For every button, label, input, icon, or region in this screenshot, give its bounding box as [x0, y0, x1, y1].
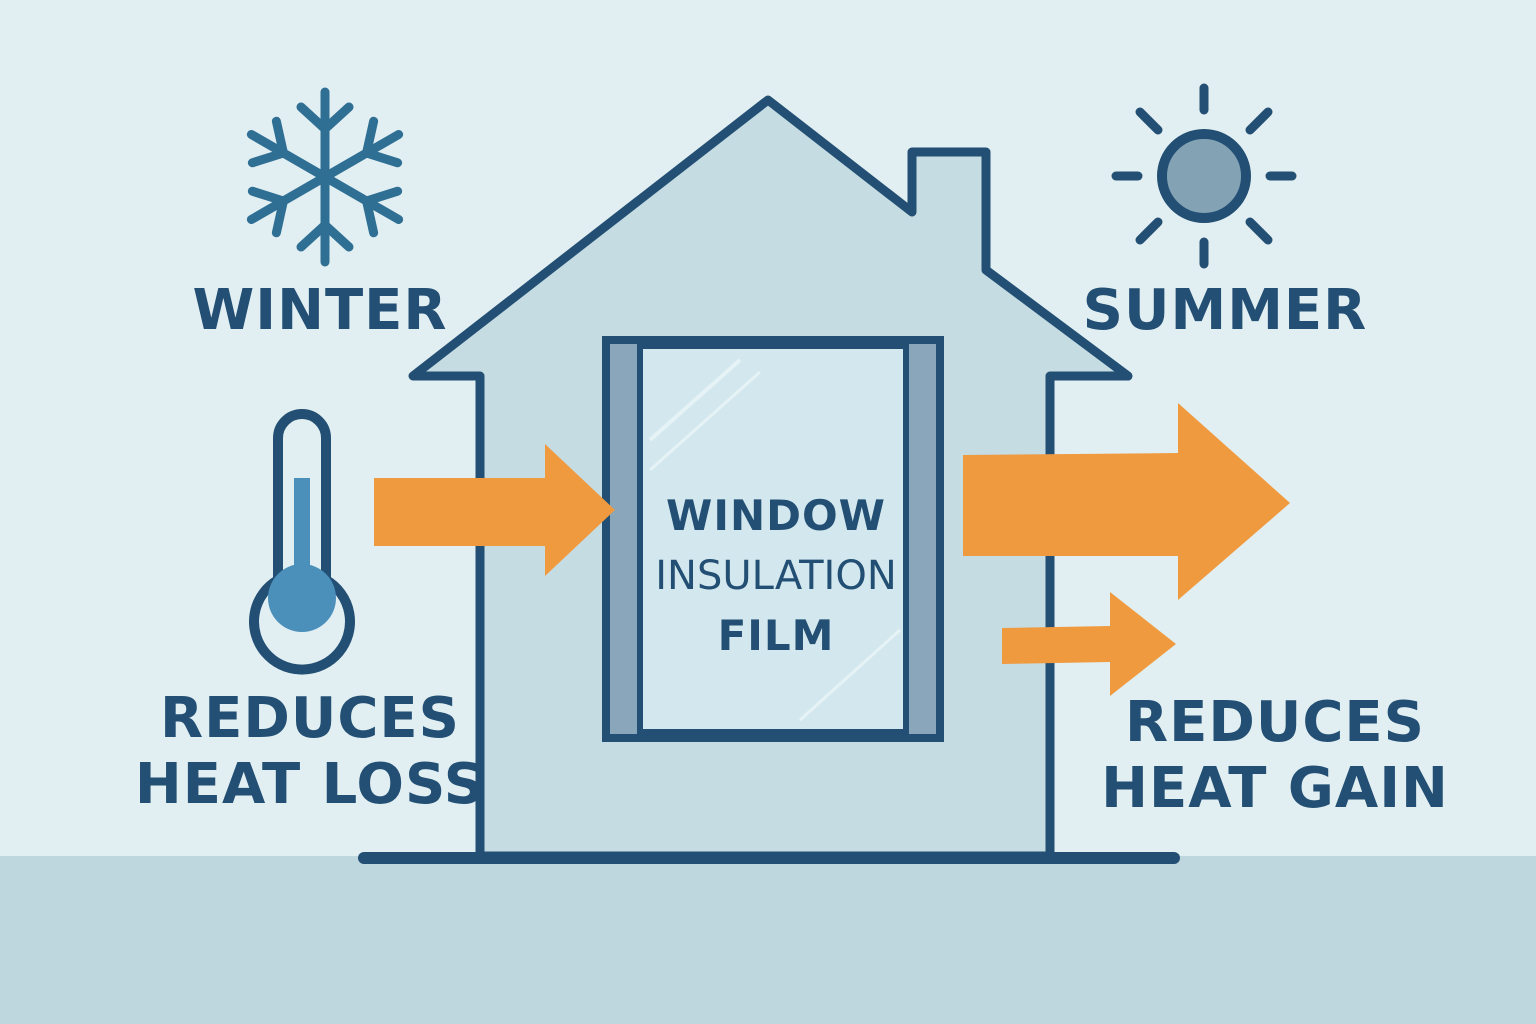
- window-film-label: WINDOW INSULATION FILM: [645, 486, 907, 666]
- window-glare: [648, 358, 742, 442]
- window-label-line3: FILM: [717, 611, 835, 660]
- heat-loss-caption: REDUCES HEAT LOSS: [110, 686, 510, 818]
- summer-label: SUMMER: [1082, 278, 1368, 343]
- window-glare: [649, 370, 761, 472]
- sun-icon: [1111, 83, 1297, 269]
- winter-heat-arrow: [374, 444, 615, 576]
- summer-heat-arrow-small: [1002, 592, 1176, 696]
- window-label-line1: WINDOW: [666, 491, 886, 540]
- window: [602, 336, 944, 742]
- heat-loss-caption-line2: HEAT LOSS: [134, 752, 486, 817]
- thermometer-column: [294, 478, 310, 590]
- thermometer-icon: [249, 409, 355, 675]
- ground: [0, 856, 1536, 1024]
- heat-loss-caption-line1: REDUCES: [159, 686, 460, 751]
- winter-label: WINTER: [192, 278, 448, 343]
- snowflake-icon: [246, 87, 404, 267]
- heat-gain-caption-line1: REDUCES: [1124, 690, 1425, 755]
- window-label-line2: INSULATION: [655, 553, 897, 599]
- heat-gain-caption: REDUCES HEAT GAIN: [1070, 690, 1480, 822]
- thermometer-bulb: [268, 564, 336, 632]
- sun-core: [1157, 129, 1251, 223]
- heat-gain-caption-line2: HEAT GAIN: [1101, 756, 1449, 821]
- window-glare: [798, 628, 902, 722]
- summer-heat-arrow-large: [963, 403, 1290, 600]
